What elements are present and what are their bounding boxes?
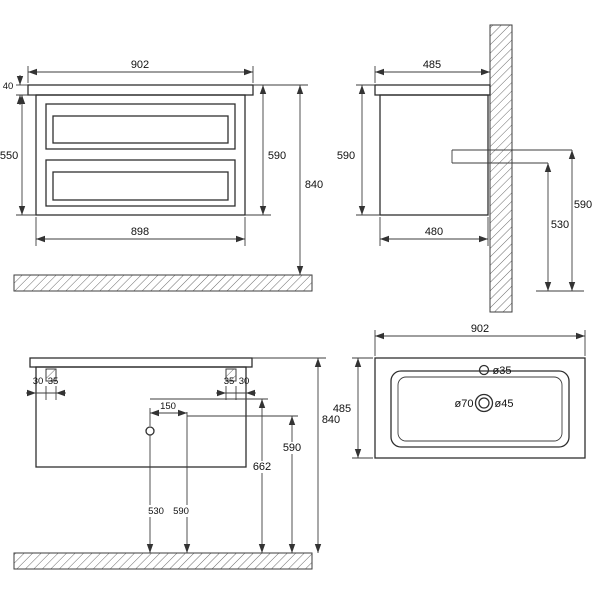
dim-install-height-b: 662 xyxy=(150,398,274,553)
dim-label: 840 xyxy=(322,414,340,426)
dim-label: 150 xyxy=(160,401,176,412)
dim-label: 480 xyxy=(425,226,443,238)
drawer-top-panel xyxy=(52,115,229,144)
dim-label: 40 xyxy=(3,81,14,92)
basin-bowl-inner xyxy=(397,376,563,442)
dim-install-overall: 840 xyxy=(252,357,340,553)
dim-basin-width: 902 xyxy=(374,323,586,356)
basin-bowl-outer xyxy=(390,370,570,448)
basin-outline xyxy=(374,357,586,459)
floor-hatch xyxy=(13,274,313,292)
dim-bottom-heights: 530 590 xyxy=(146,427,191,553)
dim-label: 485 xyxy=(333,403,351,415)
drain-hole-group: ø70 ø45 xyxy=(455,393,514,413)
dim-label: ø45 xyxy=(495,398,514,410)
dim-hole-spacing: 150 xyxy=(145,401,188,436)
dim-label: 662 xyxy=(253,461,271,473)
dim-bracket-right: 35 30 xyxy=(216,376,256,400)
drawer-bottom-panel xyxy=(52,171,229,201)
dim-side-body-depth: 480 xyxy=(379,217,489,246)
dim-label: 902 xyxy=(471,323,489,335)
label-mask xyxy=(146,505,167,517)
bracket-left xyxy=(45,368,57,382)
front-view: 902 40 550 590 840 898 xyxy=(0,59,323,292)
dim-label: 35 xyxy=(224,376,235,387)
dim-front-total-height: 590 xyxy=(245,84,308,216)
dim-bracket-left: 30 35 xyxy=(26,376,66,400)
dim-side-inlet-height: 590 xyxy=(568,150,592,291)
dim-install-height-a: 590 xyxy=(187,415,303,553)
dim-front-width-top: 902 xyxy=(27,59,254,83)
dim-side-depth-top: 485 xyxy=(374,59,491,83)
dim-label: 590 xyxy=(574,199,592,211)
dim-front-body-width: 898 xyxy=(35,217,246,246)
dim-label: 30 xyxy=(33,376,44,387)
inlet-hole xyxy=(145,426,155,436)
dim-label: 898 xyxy=(131,226,149,238)
countertop-side xyxy=(374,84,491,96)
countertop-install xyxy=(29,357,253,368)
drain-hole-inner xyxy=(478,397,490,409)
dim-label: 840 xyxy=(305,179,323,191)
dim-label: 35 xyxy=(48,376,59,387)
countertop-front xyxy=(27,84,254,96)
dim-label: 902 xyxy=(131,59,149,71)
cabinet-body-front xyxy=(35,94,246,216)
bracket-right xyxy=(225,368,237,382)
cabinet-body-install xyxy=(35,366,247,468)
cabinet-body-side xyxy=(379,94,489,216)
label-mask xyxy=(281,442,303,454)
label-mask xyxy=(250,461,274,473)
floor-hatch xyxy=(13,552,313,570)
dim-label: 550 xyxy=(0,150,18,162)
drawer-top xyxy=(45,103,236,150)
faucet-hole-group: ø35 xyxy=(478,364,512,377)
basin-top-view: 902 485 ø35 ø70 ø45 xyxy=(333,323,586,459)
label-mask xyxy=(170,505,191,517)
dim-label: 485 xyxy=(423,59,441,71)
drawer-bottom xyxy=(45,159,236,207)
dim-label: ø70 xyxy=(455,398,474,410)
dim-label: 590 xyxy=(283,442,301,454)
installation-view: 30 35 35 30 150 530 590 xyxy=(13,357,340,570)
dim-basin-depth: 485 xyxy=(333,357,373,459)
dim-label: 530 xyxy=(148,506,164,517)
wall-hatch xyxy=(489,24,513,313)
side-view: 485 590 480 590 530 xyxy=(337,24,592,313)
dim-label: 590 xyxy=(337,150,355,162)
dim-side-height: 590 xyxy=(337,84,380,216)
faucet-hole xyxy=(478,364,490,376)
dim-label: ø35 xyxy=(493,365,512,377)
dim-front-overall-height: 840 xyxy=(296,85,323,275)
pipe-connections xyxy=(451,149,572,164)
dim-front-body-height: 550 xyxy=(0,95,36,216)
dim-side-drain-height: 530 xyxy=(536,163,584,292)
dim-label: 590 xyxy=(173,506,189,517)
drain-hole-outer xyxy=(474,393,494,413)
dim-label: 590 xyxy=(268,150,286,162)
dim-label: 530 xyxy=(551,219,569,231)
dim-label: 30 xyxy=(239,376,250,387)
